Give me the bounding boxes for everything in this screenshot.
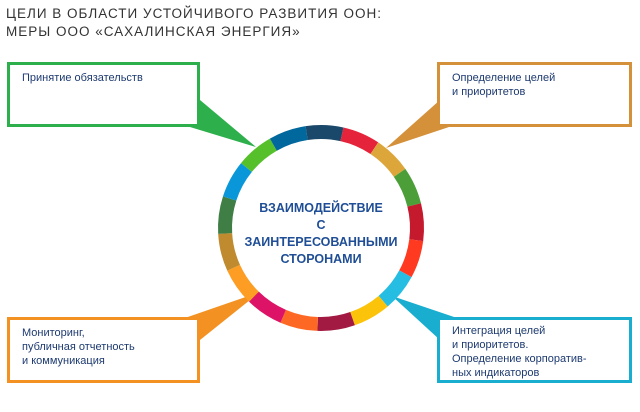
box-text: Интеграция целей [452, 325, 546, 337]
ring-segment-sdg-8 [317, 311, 355, 331]
ring-segment-sdg-11 [227, 264, 259, 302]
box-text: Мониторинг, [22, 327, 85, 339]
ring-segment-sdg-4 [407, 203, 424, 242]
box-monitoring: Мониторинг, публичная отчетность и комму… [7, 317, 200, 383]
box-text: Определение корпоратив- [452, 353, 587, 365]
box-text: ных индикаторов [452, 367, 540, 379]
center-line-1: ВЗАИМОДЕЙСТВИЕ [259, 201, 383, 215]
ring-segment-sdg-2 [370, 142, 406, 178]
callout-pointer-bottom-left [182, 292, 260, 340]
title-line-2: МЕРЫ ООО «САХАЛИНСКАЯ ЭНЕРГИЯ» [6, 24, 301, 39]
box-goals-priorities: Определение целей и приоритетов [437, 62, 632, 127]
center-label: ВЗАИМОДЕЙСТВИЕ С ЗАИНТЕРЕСОВАННЫМИ СТОРО… [241, 200, 401, 268]
box-text: и приоритетов. [452, 339, 529, 351]
box-text: Принятие обязательств [22, 72, 143, 84]
box-text: Определение целей [452, 72, 556, 84]
ring-segment-sdg-16 [269, 126, 308, 151]
ring-segment-sdg-9 [280, 309, 319, 331]
ring-segment-sdg-10 [248, 291, 287, 323]
page-title: ЦЕЛИ В ОБЛАСТИ УСТОЙЧИВОГО РАЗВИТИЯ ООН:… [6, 5, 382, 41]
ring-segment-sdg-5 [399, 239, 424, 278]
ring-segment-sdg-15 [241, 138, 278, 173]
ring-segment-sdg-17 [305, 125, 344, 142]
ring-segment-sdg-6 [378, 270, 412, 307]
center-line-3: СТОРОНАМИ [280, 252, 362, 266]
box-text: и коммуникация [22, 355, 105, 367]
center-line-2: С ЗАИНТЕРЕСОВАННЫМИ [244, 218, 398, 249]
ring-segment-sdg-1 [340, 127, 379, 155]
box-integration: Интеграция целей и приоритетов. Определе… [437, 317, 632, 383]
ring-segment-sdg-13 [218, 196, 237, 234]
box-commitment: Принятие обязательств [7, 62, 200, 127]
ring-segment-sdg-3 [393, 168, 421, 207]
sdg-color-ring [218, 125, 424, 331]
ring-segment-sdg-12 [218, 232, 241, 271]
box-text: публичная отчетность [22, 341, 135, 353]
title-line-1: ЦЕЛИ В ОБЛАСТИ УСТОЙЧИВОГО РАЗВИТИЯ ООН: [6, 6, 383, 21]
box-text: и приоритетов [452, 86, 526, 98]
ring-segment-sdg-7 [350, 295, 388, 326]
ring-segment-sdg-14 [222, 163, 253, 201]
